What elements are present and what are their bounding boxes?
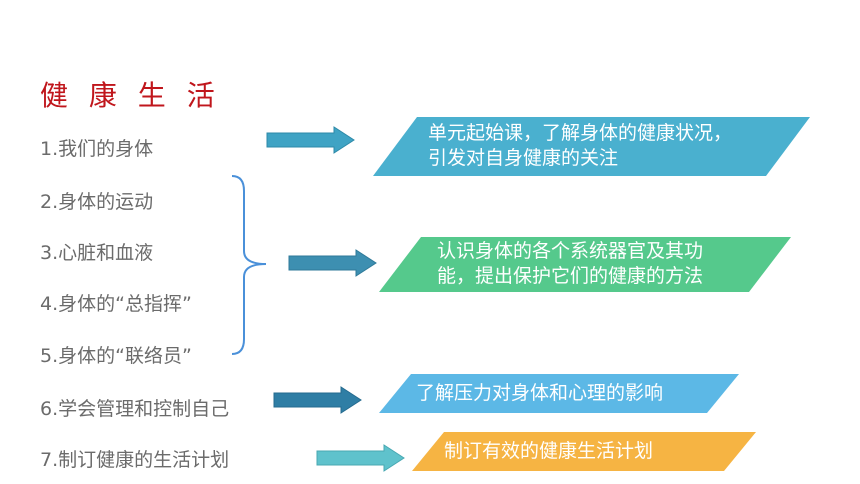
list-item-1: 1.我们的身体 [40,138,154,160]
banner-2-shape [379,237,791,292]
list-item-2: 2.身体的运动 [40,191,154,213]
list-item-6: 6.学会管理和控制自己 [40,398,230,420]
list-item-7: 7.制订健康的生活计划 [40,449,230,471]
list-item-3: 3.心脏和血液 [40,242,154,264]
banner-2-line-2: 能，提出保护它们的健康的方法 [437,265,704,287]
list-item-4: 4.身体的“总指挥” [40,293,192,315]
banner-1-line-2: 引发对自身健康的关注 [428,147,619,169]
page-title: 健 康 生 活 [40,79,221,112]
banner-4-line-1: 制订有效的健康生活计划 [444,440,654,462]
list-item-5: 5.身体的“联络员” [40,345,192,367]
arrow-1 [266,126,355,154]
banner-1-line-1: 单元起始课，了解身体的健康状况， [428,122,733,144]
banner-3-line-1: 了解压力对身体和心理的影响 [416,382,664,404]
arrow-3 [273,386,362,414]
banner-1-text: 单元起始课，了解身体的健康状况， 引发对自身健康的关注 [428,121,732,171]
banner-3-shape [379,374,739,413]
banner-2-text: 认识身体的各个系统器官及其功 能，提出保护它们的健康的方法 [437,239,703,289]
banner-2-line-1: 认识身体的各个系统器官及其功 [437,240,704,262]
banner-4-shape [412,432,756,471]
arrow-4 [316,444,405,472]
banner-1-shape [373,117,810,176]
arrow-2 [288,249,377,277]
banner-3-text: 了解压力对身体和心理的影响 [416,381,663,406]
banner-4-text: 制订有效的健康生活计划 [444,439,653,464]
brace-connector [231,175,267,355]
